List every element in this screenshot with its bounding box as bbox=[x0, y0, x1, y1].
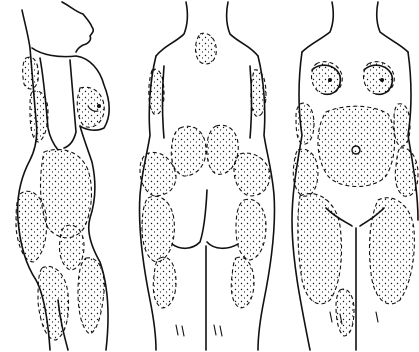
back-zone-upper-back bbox=[196, 33, 217, 64]
front-knee-marks-right bbox=[376, 312, 378, 322]
side-zone-hip bbox=[59, 225, 84, 270]
back-buttock-crease bbox=[172, 190, 207, 248]
side-head-outline bbox=[62, 2, 93, 52]
front-zone-right-upper-arm bbox=[394, 104, 410, 147]
back-buttock-crease-right bbox=[207, 242, 238, 248]
back-zone-left-hip bbox=[140, 152, 176, 196]
side-zone-thigh-front bbox=[78, 258, 104, 334]
back-zone-left-buttock bbox=[142, 196, 174, 262]
front-zone-left-upper-arm bbox=[296, 103, 314, 144]
front-neck-left bbox=[302, 2, 333, 52]
front-neck-right bbox=[377, 2, 408, 52]
side-arm-front-outline bbox=[64, 60, 76, 148]
back-zone-left-thigh bbox=[153, 257, 176, 308]
front-zone-left-flank bbox=[293, 149, 318, 196]
front-zone-right-flank bbox=[395, 148, 418, 197]
side-view-figure bbox=[16, 2, 109, 350]
back-zone-right-arm bbox=[251, 70, 266, 116]
side-zone-breast bbox=[77, 87, 104, 127]
back-zone-right-flank bbox=[207, 125, 238, 174]
back-view-figure bbox=[139, 2, 274, 350]
back-knee-marks-right bbox=[214, 325, 222, 336]
back-zone-right-buttock bbox=[236, 199, 266, 260]
back-neck-right bbox=[227, 2, 258, 56]
back-zone-right-thigh bbox=[231, 257, 254, 308]
side-zone-arm bbox=[30, 91, 48, 142]
front-zone-abdomen bbox=[318, 106, 395, 186]
front-zone-right-thigh bbox=[370, 198, 415, 304]
side-zone-upper-back bbox=[23, 57, 39, 89]
front-zone-left-thigh bbox=[298, 194, 342, 304]
back-zone-left-flank bbox=[171, 126, 206, 176]
side-zone-thigh-back bbox=[38, 266, 69, 340]
side-zone-abdomen bbox=[41, 149, 92, 237]
front-zone-left-breast bbox=[312, 62, 343, 95]
front-zone-right-breast bbox=[364, 62, 395, 95]
back-neck-left bbox=[156, 2, 187, 56]
front-view-figure bbox=[292, 2, 418, 350]
back-zone-right-hip bbox=[234, 153, 270, 196]
back-zone-left-arm bbox=[149, 69, 164, 114]
back-knee-marks-left bbox=[176, 325, 184, 336]
front-zone-left-inner-knee bbox=[336, 289, 354, 336]
